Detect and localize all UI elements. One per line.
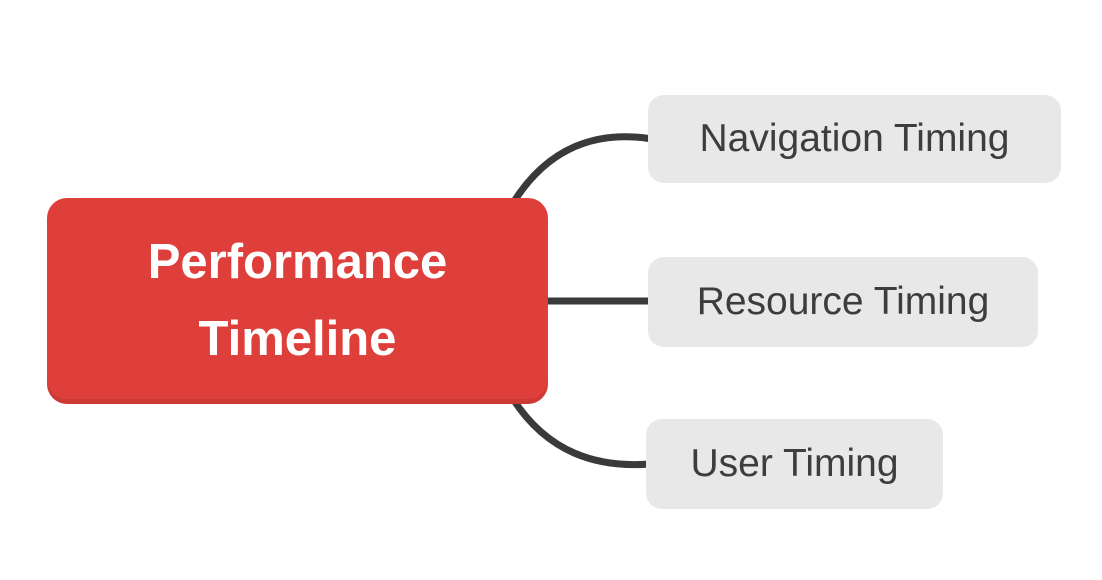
branch-node-user-timing[interactable]: User Timing [646,419,943,509]
branch-node-label: Navigation Timing [699,117,1010,160]
branch-node-label: User Timing [690,442,899,485]
root-node-performance-timeline[interactable]: Performance Timeline [47,198,548,404]
root-node-label: Performance Timeline [147,235,448,366]
branch-node-resource-timing[interactable]: Resource Timing [648,257,1038,347]
branch-node-navigation-timing[interactable]: Navigation Timing [648,95,1061,183]
connector-user-timing [509,395,654,469]
connector-navigation-timing [509,133,656,207]
branch-node-label: Resource Timing [696,280,990,323]
